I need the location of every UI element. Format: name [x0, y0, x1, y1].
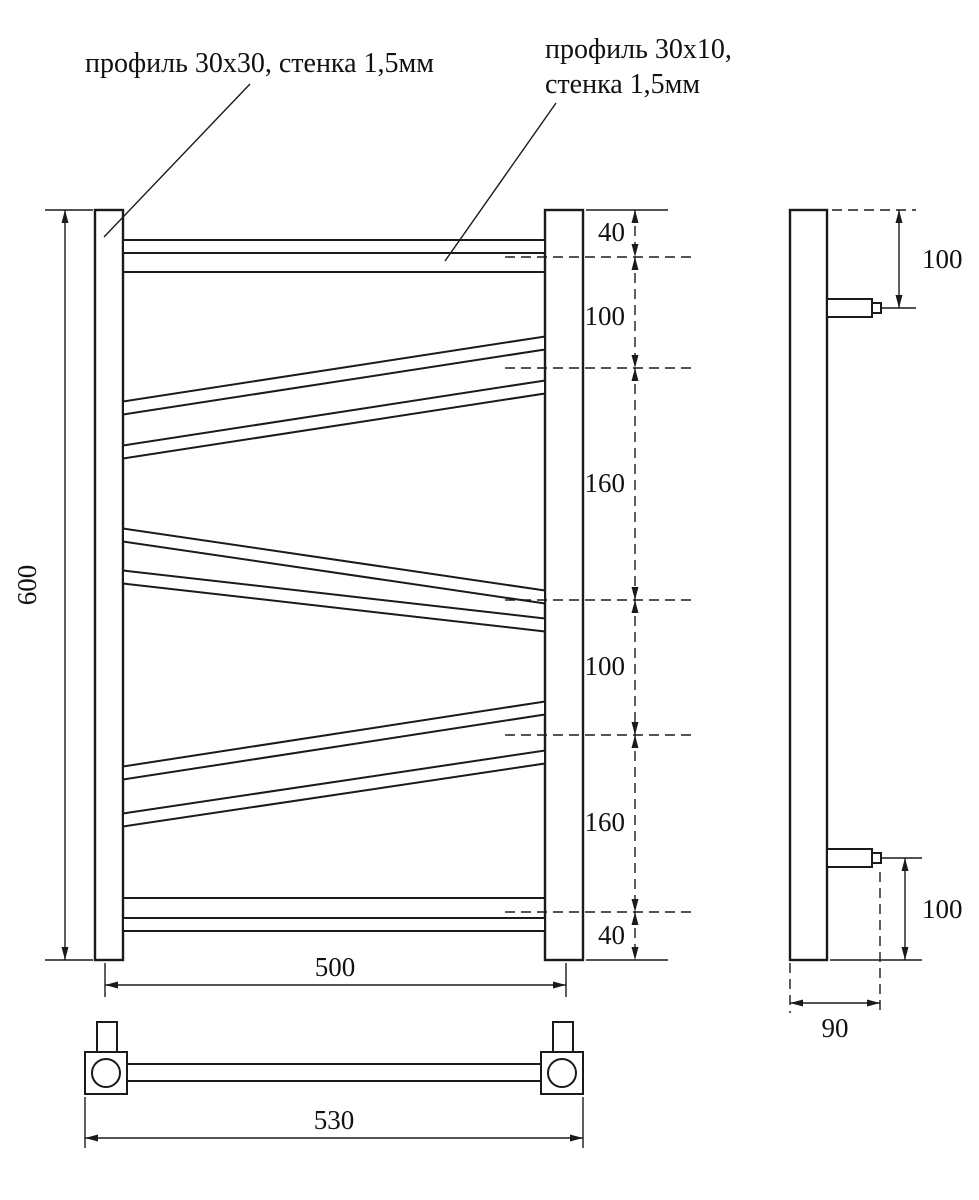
right-mount-circle: [547, 1058, 577, 1088]
right-bracket-arm: [552, 1021, 574, 1053]
left-post: [93, 208, 125, 962]
bottom-bracket-tip: [871, 852, 882, 864]
spacing-label-5: 160: [585, 807, 626, 837]
height-dim-label: 600: [12, 565, 42, 606]
callouts: профиль 30x30, стенка 1,5мм профиль 30x1…: [85, 34, 732, 262]
front-view: [93, 208, 585, 962]
bottom-rung: [122, 917, 546, 932]
left-mount-circle: [91, 1058, 121, 1088]
dimension-width: 500: [104, 952, 567, 997]
bottom-view: 530: [84, 1021, 584, 1148]
spacing-label-4: 100: [585, 651, 626, 681]
diagonal-rung-5: [122, 700, 546, 781]
callout-rung-profile-line1: профиль 30x10,: [545, 34, 732, 65]
top-bracket: [826, 298, 873, 318]
left-bracket-arm: [96, 1021, 118, 1053]
top-bracket-tip: [871, 302, 882, 314]
top-rung: [122, 239, 546, 254]
spacing-label-1: 40: [598, 217, 625, 247]
chain-dimensions: 40 100 160 100 160 40: [505, 209, 695, 961]
side-view: 100 100 90: [788, 208, 963, 1043]
spacing-label-2: 100: [585, 301, 626, 331]
top-bracket-offset-label: 100: [922, 244, 963, 274]
leader-line-rung: [444, 102, 557, 262]
overall-width-label: 530: [314, 1105, 355, 1135]
callout-post-profile: профиль 30x30, стенка 1,5мм: [85, 48, 434, 79]
bottom-bracket: [826, 848, 873, 868]
diagonal-rung-3: [122, 527, 546, 605]
spacing-label-6: 40: [598, 920, 625, 950]
width-dim-label: 500: [315, 952, 356, 982]
spacing-label-3: 160: [585, 468, 626, 498]
dimension-height: 600: [12, 209, 93, 961]
callout-rung-profile-line2: стенка 1,5мм: [545, 69, 700, 100]
diagonal-rung-1: [122, 335, 546, 416]
bottom-bracket-offset-label: 100: [922, 894, 963, 924]
leader-line-post: [103, 83, 251, 238]
right-post: [543, 208, 585, 962]
diagonal-rung-4: [122, 569, 546, 633]
diagonal-rung-6: [122, 749, 546, 828]
side-post: [788, 208, 829, 962]
diagonal-rung-2: [122, 379, 546, 460]
depth-label: 90: [822, 1013, 849, 1043]
